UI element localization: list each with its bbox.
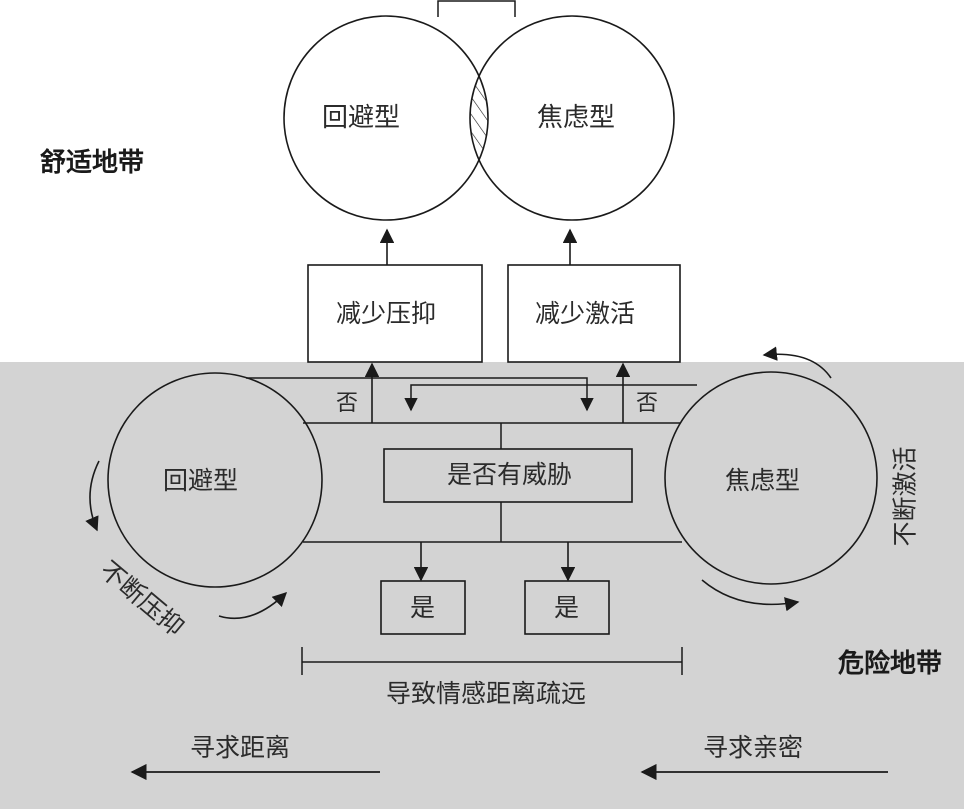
box-yes-left (380, 580, 466, 635)
left-cycle-arrow-top (85, 460, 100, 532)
yes-left-label: 是 (410, 593, 436, 622)
bottom-right-circle-label: 焦虑型 (725, 466, 801, 495)
venn-right-label: 焦虑型 (537, 103, 616, 133)
line-right-to-left-down (404, 384, 697, 412)
no-right-label: 否 (636, 391, 659, 416)
seek-intimacy-label: 寻求亲密 (703, 733, 804, 762)
threat-question-label: 是否有威胁 (447, 460, 573, 489)
danger-zone-background (0, 362, 964, 809)
distance-bracket (301, 647, 683, 675)
right-cycle-arrow-bottom (701, 579, 800, 612)
box-reduce-suppression (307, 264, 483, 363)
right-cycle-arrow-top (762, 346, 832, 379)
danger-zone-label: 危险地带 (838, 649, 943, 679)
line-left-to-right-down (246, 377, 594, 412)
seek-distance-label: 寻求距离 (190, 733, 291, 762)
venn-left-circle (283, 15, 489, 221)
bottom-right-circle (664, 371, 878, 585)
yes-right-label: 是 (554, 593, 580, 622)
box-yes-right (524, 580, 610, 635)
venn-right-circle (469, 15, 675, 221)
venn-left-label: 回避型 (322, 103, 401, 133)
box-threat-question (383, 448, 633, 503)
reduce-activation-label: 减少激活 (535, 299, 636, 328)
box-reduce-activation (507, 264, 681, 363)
comfort-zone-label: 舒适地带 (40, 148, 145, 178)
top-bracket (437, 0, 516, 17)
distance-bracket-label: 导致情感距离疏远 (386, 679, 587, 708)
no-left-label: 否 (336, 391, 359, 416)
bottom-left-circle-label: 回避型 (163, 466, 239, 495)
cycle-right-label: 不断激活 (890, 446, 920, 547)
reduce-suppression-label: 减少压抑 (336, 299, 437, 328)
left-cycle-arrow-bottom (218, 591, 288, 620)
bottom-left-circle (107, 372, 323, 588)
